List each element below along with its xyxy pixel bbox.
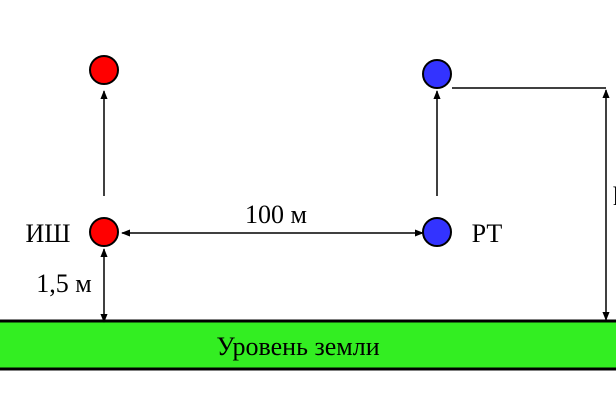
source-circle bbox=[89, 217, 119, 247]
point-top-circle bbox=[422, 59, 452, 89]
source-label: ИШ bbox=[25, 219, 70, 248]
height-label: 1,5 м bbox=[36, 269, 91, 298]
right-edge-label-fragment: h bbox=[613, 182, 616, 211]
distance-label: 100 м bbox=[245, 200, 307, 229]
point-circle bbox=[422, 217, 452, 247]
point-label: РТ bbox=[472, 219, 503, 248]
source-top-circle bbox=[89, 55, 119, 85]
ground-strip bbox=[0, 319, 616, 371]
ground-label: Уровень земли bbox=[216, 332, 379, 361]
